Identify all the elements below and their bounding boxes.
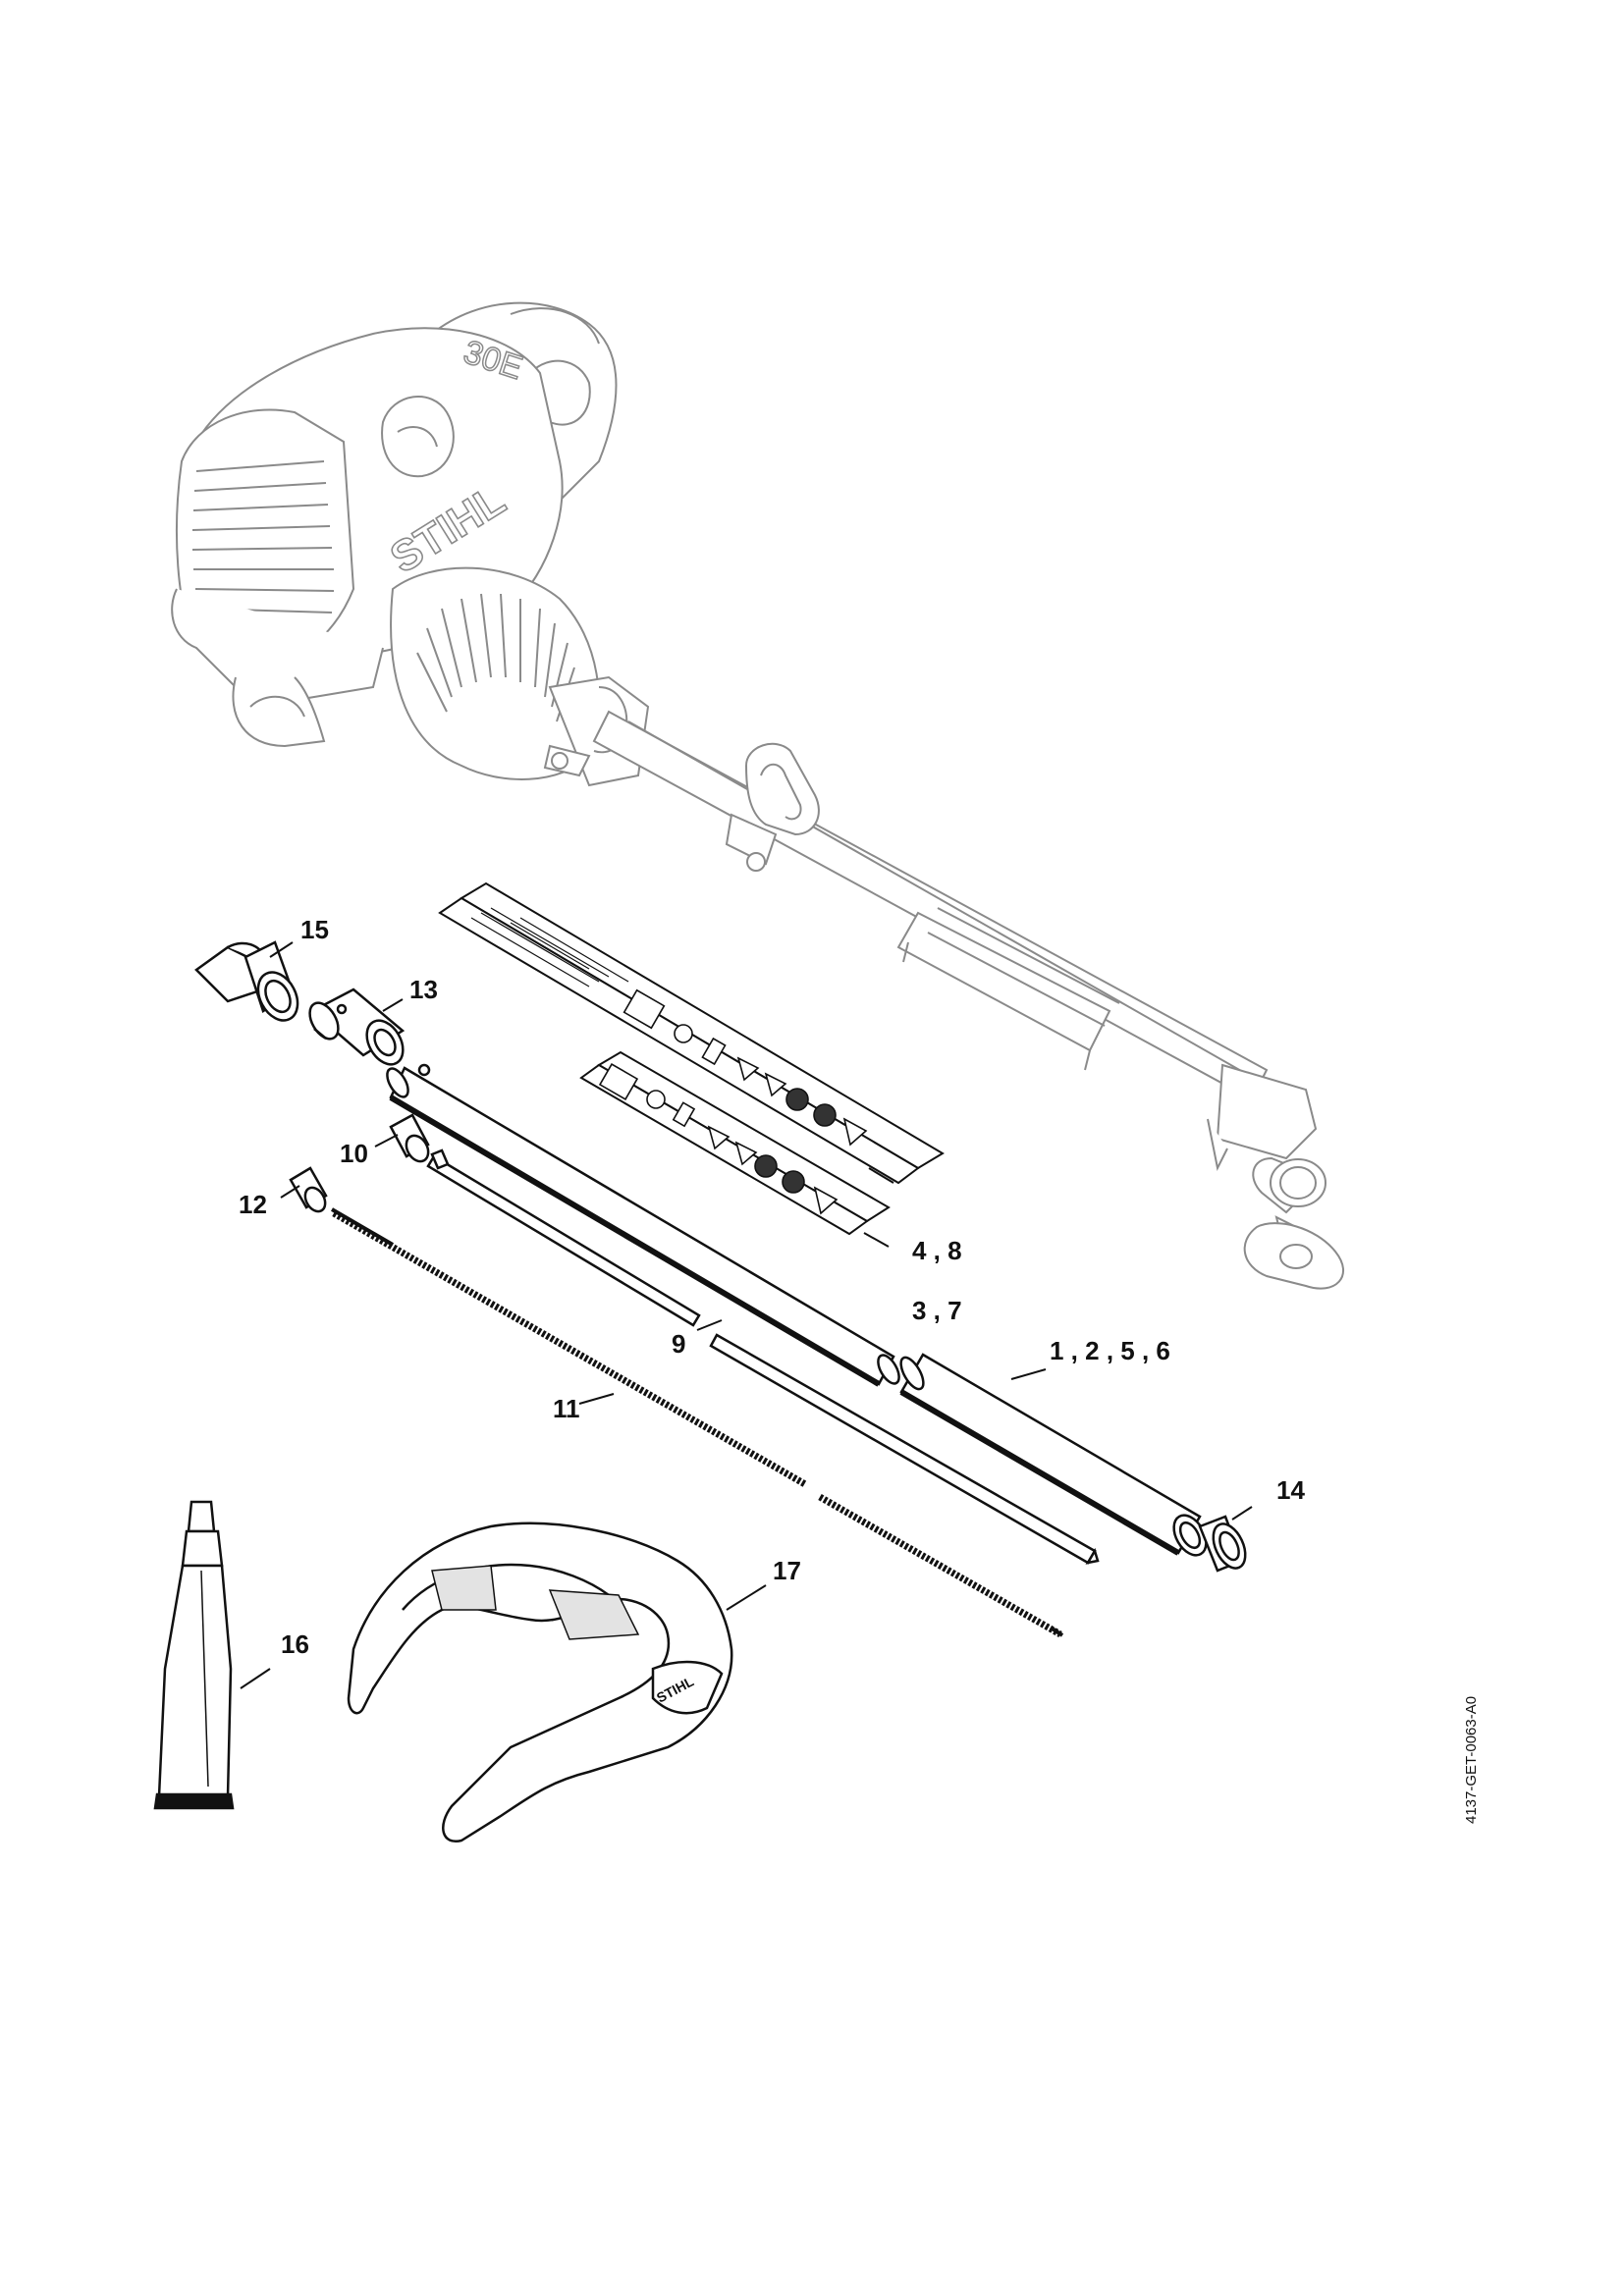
callout-1-2-5-6: 1 , 2 , 5 , 6 (1050, 1336, 1170, 1365)
part-15-end-cap (194, 940, 299, 1022)
engine-drive-tube (592, 710, 1345, 1290)
callout-10: 10 (340, 1139, 368, 1168)
part-3-7-warning-label (579, 1050, 891, 1236)
part-13-bearing-sleeve (308, 988, 406, 1066)
callout-12: 12 (239, 1190, 267, 1219)
callout-4-8: 4 , 8 (912, 1236, 962, 1265)
part-17-safety-glasses: STIHL (347, 1522, 733, 1843)
callout-15: 15 (300, 915, 329, 944)
part-16-grease-tube (153, 1500, 235, 1810)
part-10-bushing (389, 1113, 430, 1163)
callout-14: 14 (1276, 1475, 1305, 1505)
callout-9: 9 (672, 1329, 686, 1359)
callout-3-7: 3 , 7 (912, 1296, 962, 1325)
part-12-bushing (289, 1166, 328, 1213)
part-11-flex-shaft (330, 1207, 1064, 1638)
part-4-8-warning-label (438, 881, 945, 1185)
callout-17: 17 (773, 1556, 801, 1585)
callout-13: 13 (409, 975, 438, 1004)
part-9-drive-shaft (426, 1148, 1100, 1565)
callout-16: 16 (281, 1629, 309, 1659)
callout-leaders (240, 941, 1253, 1689)
engine-powerhead: 30E STIHL (171, 301, 650, 787)
callout-11: 11 (553, 1394, 580, 1423)
part-14-end-cap (1198, 1515, 1247, 1573)
figure-reference-code: 4137-GET-0063-A0 (1463, 1695, 1480, 1824)
part-1-2-5-6-drive-tube (386, 1063, 1208, 1557)
